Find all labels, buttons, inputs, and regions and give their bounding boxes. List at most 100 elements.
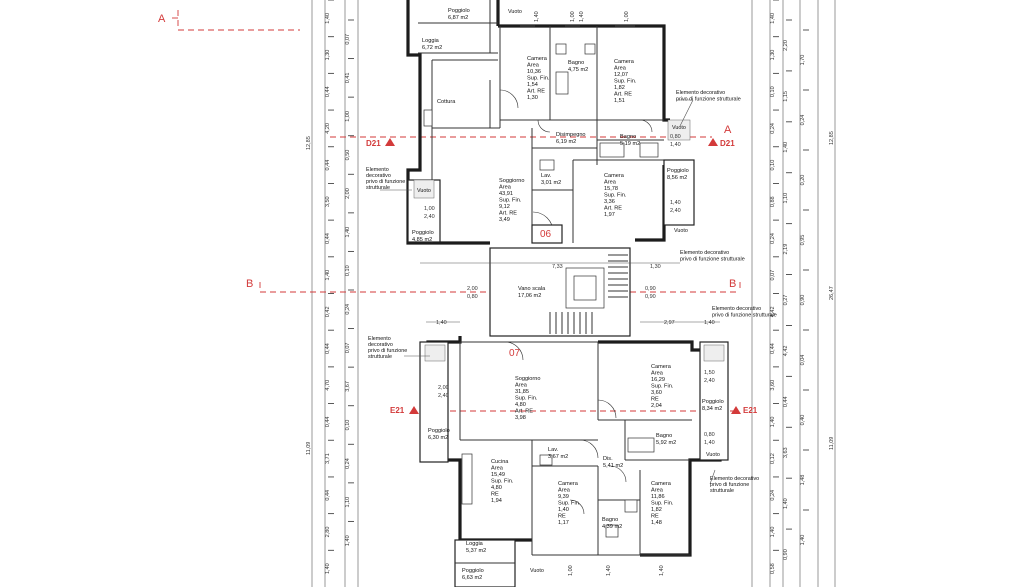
section-d21-right-arrow <box>708 138 718 146</box>
svg-text:1,40: 1,40 <box>534 11 540 22</box>
right-dim-a-3: 0,24 <box>770 123 776 134</box>
right-dimension-chains: 1,401,300,100,240,100,880,240,074,420,44… <box>751 0 836 587</box>
left-dim-inner-3: 0,50 <box>345 150 351 161</box>
section-d21-left-arrow <box>385 138 395 146</box>
right-dim-c-5: 0,04 <box>800 355 806 366</box>
section-d21-right-label: D21 <box>720 139 735 148</box>
dim-stair-width: 7,33 <box>552 264 563 270</box>
door-camera-1 <box>499 89 519 109</box>
left-dim-inner-12: 1,10 <box>345 497 351 508</box>
right-dim-a-1: 1,30 <box>770 50 776 61</box>
left-dim-outer-8: 0,42 <box>325 306 331 317</box>
right-dim-a-10: 3,60 <box>770 380 776 391</box>
right-dim-a-13: 0,24 <box>770 490 776 501</box>
svg-text:1,40: 1,40 <box>659 565 665 576</box>
opening-dimensions: 1,00 2,40 1,40 2,40 2,00 2,40 1,50 2,40 … <box>424 134 720 446</box>
bathtub-3 <box>627 437 655 453</box>
right-dim-b-1: 1,15 <box>783 91 789 102</box>
washer-2 <box>539 454 553 466</box>
kitchen-counter <box>423 109 433 127</box>
left-dim-outer-9: 0,44 <box>325 343 331 354</box>
decor-element-right-07 <box>703 344 725 362</box>
decor-element-left-06 <box>413 179 435 199</box>
door-bagno-2 <box>639 119 653 133</box>
right-dim-c-3: 0,95 <box>800 235 806 246</box>
right-dim-c-6: 0,40 <box>800 415 806 426</box>
svg-text:1,40: 1,40 <box>436 320 447 326</box>
vuoto-left-06: Vuoto <box>417 188 431 194</box>
dim-stair-right: 1,30 <box>650 264 661 270</box>
unit-number-06: 06 <box>540 229 552 240</box>
right-dim-b-6: 4,42 <box>783 346 789 357</box>
left-dim-outer-14: 2,80 <box>325 527 331 538</box>
left-dim-inner-4: 2,00 <box>345 188 351 199</box>
toilet-4 <box>624 499 638 513</box>
left-dim-outer-6: 0,44 <box>325 233 331 244</box>
dim-b-right-1: 0,90 <box>645 286 656 292</box>
right-dim-a-14: 1,40 <box>770 527 776 538</box>
left-dim-outer-1: 1,30 <box>325 50 331 61</box>
door-camera-6 <box>609 465 627 483</box>
toilet-1 <box>555 43 567 55</box>
dim-left-1285: 12,85 <box>306 136 312 150</box>
svg-text:1,00: 1,00 <box>568 565 574 576</box>
unit-number-07: 07 <box>509 348 521 359</box>
vuoto-top: Vuoto <box>508 9 522 15</box>
balcony-left-07 <box>419 341 449 463</box>
left-dim-inner-0: 0,07 <box>345 34 351 45</box>
section-d21-left-label: D21 <box>366 139 381 148</box>
right-dim-a-2: 0,10 <box>770 86 776 97</box>
sink-4 <box>605 524 619 538</box>
left-dim-outer-10: 4,70 <box>325 380 331 391</box>
left-dim-outer-13: 0,44 <box>325 490 331 501</box>
door-dis <box>579 439 599 459</box>
left-dim-inner-7: 0,24 <box>345 304 351 315</box>
sink-1 <box>584 43 596 55</box>
right-dim-a-9: 0,44 <box>770 343 776 354</box>
right-dim-a-5: 0,88 <box>770 196 776 207</box>
right-dim-c-8: 1,40 <box>800 535 806 546</box>
svg-text:0,80: 0,80 <box>704 432 715 438</box>
right-dim-b-7: 0,44 <box>783 396 789 407</box>
top-bottom-dims: 1,40 1,00 1,40 1,00 1,00 1,40 1,40 <box>534 11 665 576</box>
left-dim-inner-2: 1,00 <box>345 111 351 122</box>
section-b-right-label: B <box>729 278 736 290</box>
door-entry-07 <box>504 341 524 361</box>
svg-text:2,40: 2,40 <box>438 393 449 399</box>
entry-06 <box>531 224 563 244</box>
apartment-06: 06 Vuoto Vuoto Vuoto Vuoto <box>406 0 695 245</box>
balcony-right-06 <box>663 159 695 226</box>
svg-text:2,40: 2,40 <box>424 214 435 220</box>
right-dim-a-4: 0,10 <box>770 160 776 171</box>
door-camera-5 <box>569 499 585 515</box>
dim-b-right-2: 0,90 <box>645 294 656 300</box>
section-a-left-label: A <box>158 13 166 25</box>
svg-text:1,00: 1,00 <box>624 11 630 22</box>
section-b-left-label: B <box>246 278 253 290</box>
right-dim-c-2: 0,20 <box>800 175 806 186</box>
left-dim-inner-10: 0,10 <box>345 420 351 431</box>
right-dim-b-8: 3,63 <box>783 447 789 458</box>
right-dim-b-9: 1,40 <box>783 498 789 509</box>
svg-text:2,40: 2,40 <box>704 378 715 384</box>
svg-text:1,00: 1,00 <box>570 11 576 22</box>
sink-2 <box>639 142 659 158</box>
svg-text:1,40: 1,40 <box>704 320 715 326</box>
left-dim-outer-3: 4,20 <box>325 123 331 134</box>
